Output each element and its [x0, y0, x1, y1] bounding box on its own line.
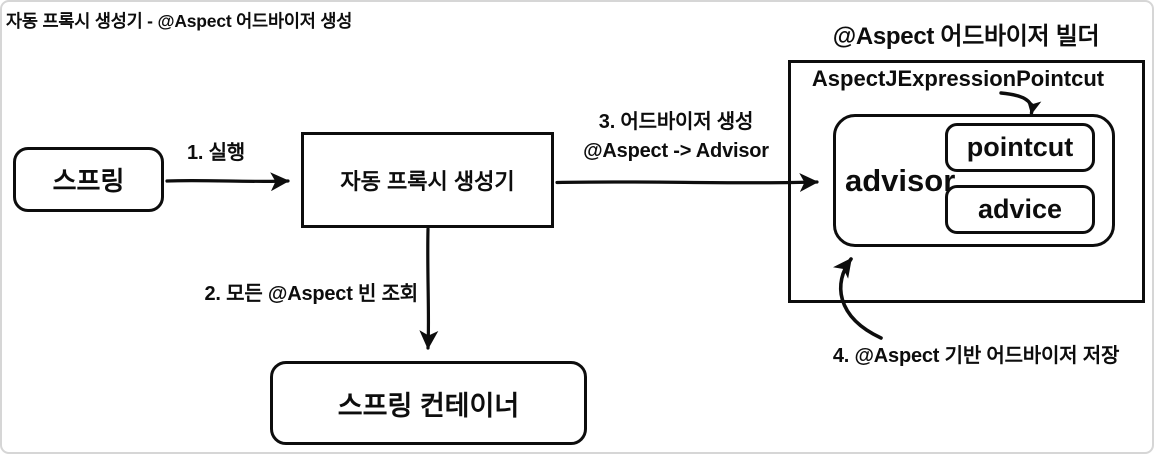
step1-label: 1. 실행	[186, 142, 246, 164]
arrow-step1	[165, 172, 290, 192]
arrow-step3	[555, 173, 819, 193]
node-advisor-label: advisor	[845, 162, 956, 198]
step2-label: 2. 모든 @Aspect 빈 조회	[204, 283, 419, 305]
node-advice: advice	[945, 185, 1095, 234]
node-auto-proxy-creator: 자동 프록시 생성기	[301, 132, 554, 228]
node-spring-container: 스프링 컨테이너	[270, 361, 587, 445]
aspectj-expression-pointcut-label: AspectJExpressionPointcut	[811, 66, 1105, 91]
node-pointcut: pointcut	[945, 123, 1095, 172]
step3-label-line1: 3. 어드바이저 생성	[598, 111, 754, 133]
arrow-step2	[419, 227, 439, 350]
page-title: 자동 프록시 생성기 - @Aspect 어드바이저 생성	[6, 11, 353, 31]
step3-label-line2: @Aspect -> Advisor	[583, 140, 769, 162]
node-spring: 스프링	[13, 147, 164, 212]
builder-panel-title: @Aspect 어드바이저 빌더	[832, 23, 1100, 50]
step3-label: 3. 어드바이저 생성 @Aspect -> Advisor	[558, 108, 794, 166]
step4-label: 4. @Aspect 기반 어드바이저 저장	[832, 345, 1120, 367]
